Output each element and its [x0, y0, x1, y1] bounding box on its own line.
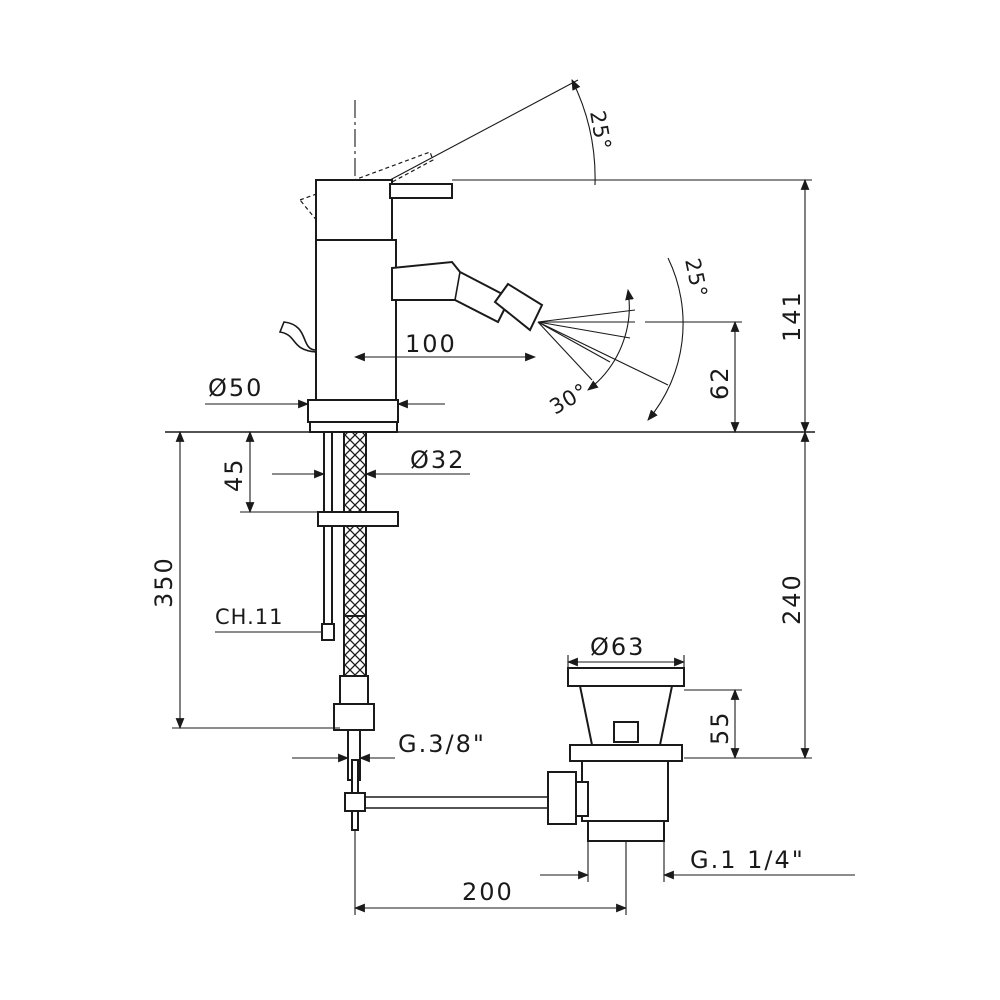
label-overall-height: 141	[778, 290, 806, 342]
dim-spout-height	[645, 320, 742, 434]
label-spout-height: 62	[706, 365, 734, 400]
label-wrench-size: CH.11	[215, 605, 283, 629]
label-waste-diameter: Ø63	[590, 633, 645, 661]
label-body-diameter: Ø50	[208, 374, 263, 402]
label-lever-angle: 25°	[585, 109, 616, 153]
label-waste-head-height: 55	[706, 710, 734, 745]
lever-handle-raised-outline	[299, 79, 579, 223]
shank-and-hoses	[317, 431, 399, 781]
dim-waste-height	[684, 430, 812, 760]
dim-waste-thread	[540, 841, 855, 882]
label-spout-reach: 100	[405, 330, 457, 358]
label-waste-height: 240	[778, 573, 806, 625]
dim-waste-diameter	[566, 655, 686, 668]
pop-up-waste	[547, 667, 685, 842]
dim-rod-length	[353, 830, 628, 915]
dim-overall-height	[452, 178, 812, 434]
bidet-spout	[391, 260, 544, 332]
label-waste-thread: G.1 1/4"	[690, 846, 805, 874]
label-spray-cone: 30°	[546, 378, 593, 419]
label-rod-length: 200	[462, 878, 514, 906]
spray-cone-arc	[587, 288, 634, 391]
label-shank-diameter: Ø32	[410, 446, 465, 474]
label-spray-tilt: 25°	[680, 256, 712, 300]
lever-angle-arc	[571, 79, 596, 186]
mixer-body	[278, 179, 453, 433]
spray-lines	[537, 309, 669, 386]
spray-tilt-arc	[647, 257, 684, 421]
dim-shank-length	[240, 430, 318, 514]
dim-hose-length	[172, 430, 340, 730]
label-shank-length: 45	[220, 457, 248, 492]
label-hose-length: 350	[150, 556, 178, 608]
pop-up-rod	[344, 759, 548, 831]
label-hose-connection: G.3/8"	[398, 730, 486, 758]
dim-waste-head-height	[684, 688, 742, 760]
